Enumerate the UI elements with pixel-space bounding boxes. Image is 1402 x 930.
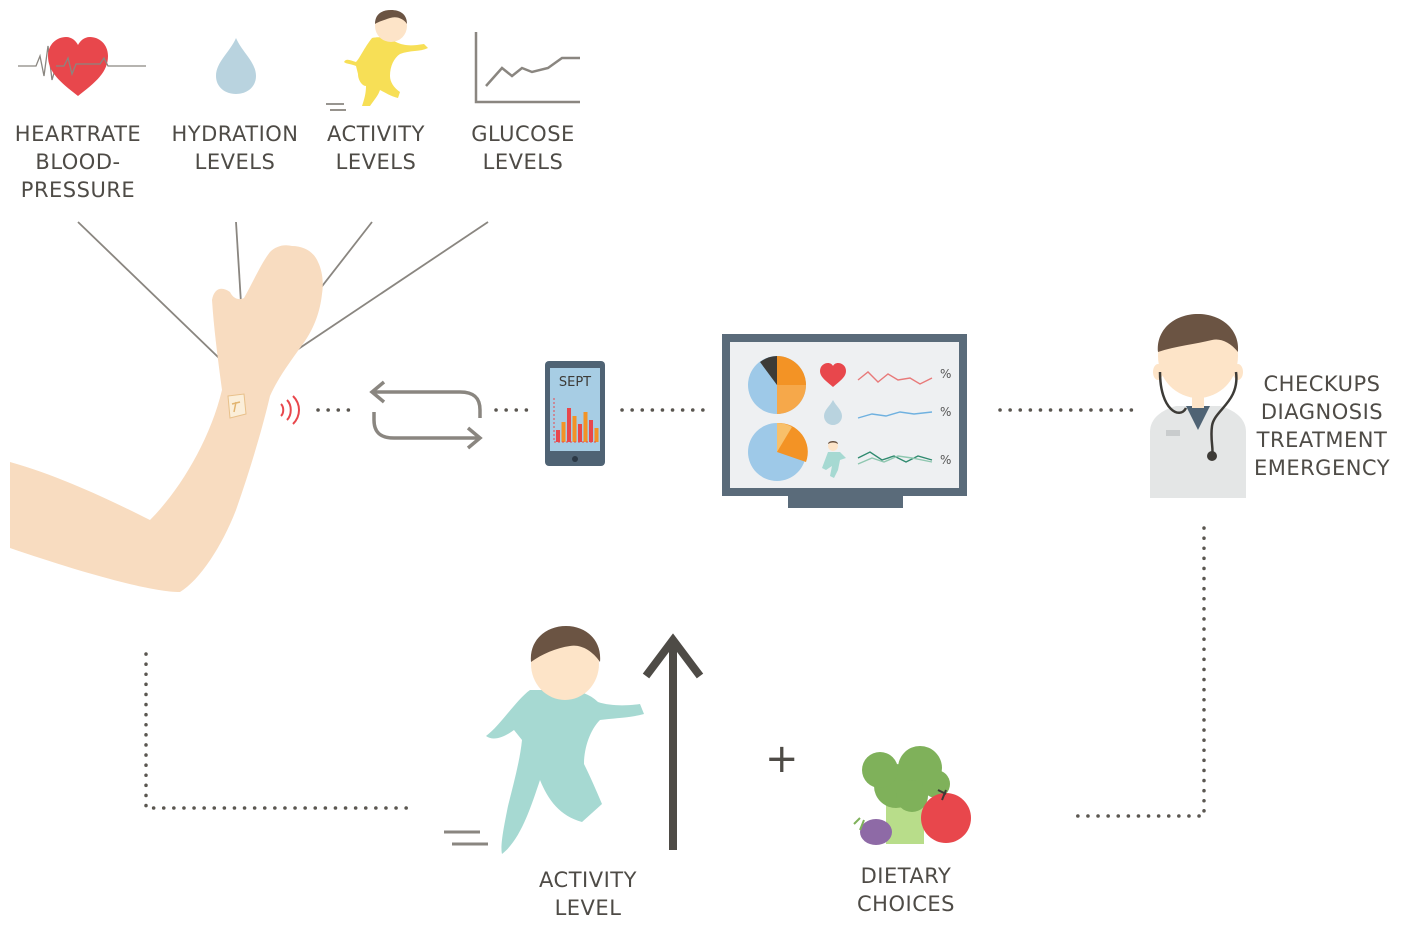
smartphone-icon: SEPT (545, 361, 605, 466)
phone-screen-text: SEPT (559, 375, 591, 390)
monitor-heart-icon (820, 363, 846, 387)
phone-bar (578, 424, 582, 442)
running-person-icon (326, 10, 428, 111)
glucose-chart-icon (474, 32, 580, 104)
phone-bar (594, 428, 599, 442)
hydration-label: HYDRATION LEVELS (171, 122, 299, 174)
increase-arrow-icon (642, 633, 704, 850)
food-icon (853, 746, 971, 845)
phone-bar (561, 422, 566, 442)
activity-level-label: ACTIVITY LEVEL (539, 868, 637, 920)
percent-label-activity: % (940, 453, 951, 467)
sync-arrows-icon (369, 380, 483, 450)
running-person-large-icon (444, 626, 644, 854)
doctor-icon (1150, 314, 1246, 498)
water-drop-icon (216, 38, 256, 94)
heartrate-label: HEARTRATE BLOOD- PRESSURE (14, 122, 142, 202)
phone-bar (583, 412, 588, 442)
connector-arm-to-activity (144, 652, 412, 810)
connector-doctor-to-diet (1066, 526, 1206, 818)
percent-label-heart: % (940, 367, 951, 381)
hydration-trend-line (857, 411, 933, 419)
pie-chart-2 (748, 422, 808, 481)
pie-chart-1 (748, 356, 806, 414)
doctor-services-label: CHECKUPS DIAGNOSIS TREATMENT EMERGENCY (1253, 372, 1391, 480)
phone-bar (572, 416, 577, 442)
plus-sign: + (764, 736, 799, 782)
phone-bar (589, 420, 593, 442)
monitor-dashboard-icon: % % % (722, 334, 967, 508)
heart-icon (18, 37, 146, 96)
activity-levels-label: ACTIVITY LEVELS (327, 122, 425, 174)
percent-label-hydration: % (940, 405, 951, 419)
phone-chart-axis (553, 398, 598, 443)
dietary-choices-label: DIETARY CHOICES (857, 864, 955, 916)
activity-trend-line-1 (857, 451, 933, 463)
phone-bar-chart (553, 398, 599, 443)
monitor-water-drop-icon (824, 400, 842, 425)
arm-illustration (10, 245, 323, 592)
phone-bar (567, 408, 571, 442)
phone-bar (556, 430, 560, 442)
monitor-person-icon (822, 441, 846, 478)
wireless-signal-icon (280, 395, 300, 425)
dotted-connectors (144, 408, 1206, 818)
glucose-label: GLUCOSE LEVELS (471, 122, 575, 174)
activity-trend-line-2 (857, 455, 933, 465)
heart-trend-line (857, 371, 933, 385)
